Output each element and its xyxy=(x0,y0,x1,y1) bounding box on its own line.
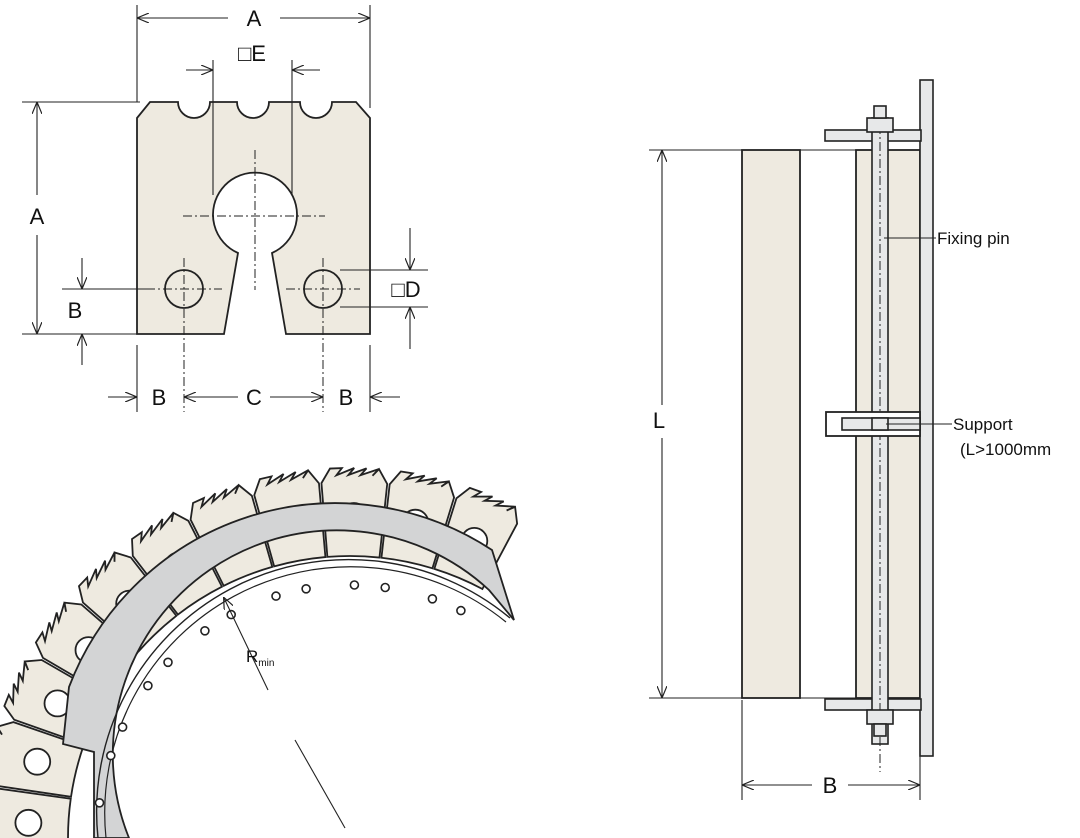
label-b-bottom-right: B xyxy=(339,385,354,410)
curved-assembly-view: Rmin xyxy=(0,467,519,838)
band-hole xyxy=(271,591,281,601)
band-hole xyxy=(301,583,311,594)
side-block-front xyxy=(741,149,801,699)
curved-block-hole xyxy=(23,747,52,776)
block-body xyxy=(136,101,371,335)
label-c: C xyxy=(246,385,262,410)
block-side-view: Fixing pin Support (L>1000mm L B xyxy=(649,79,1051,800)
band-hole xyxy=(427,593,438,604)
band-hole xyxy=(200,625,210,636)
band-hole xyxy=(349,580,360,590)
block-front-view: A □E A B □D B C B xyxy=(22,5,428,412)
bottom-bolt-head xyxy=(873,723,887,737)
label-b-side: B xyxy=(823,773,838,798)
mounting-plate xyxy=(919,79,934,757)
label-b-bottom-left: B xyxy=(152,385,167,410)
top-nut xyxy=(866,117,894,133)
inner-edge xyxy=(95,558,511,838)
curved-block-hole xyxy=(14,808,43,837)
band-hole xyxy=(163,657,173,668)
label-support-note: (L>1000mm xyxy=(960,440,1051,459)
band-hole xyxy=(143,680,153,691)
band-hole xyxy=(456,605,466,616)
label-d: □D xyxy=(391,277,420,302)
label-support: Support xyxy=(953,415,1013,434)
bottom-nut xyxy=(866,709,894,725)
label-fixing-pin: Fixing pin xyxy=(937,229,1010,248)
label-b-left: B xyxy=(68,298,83,323)
label-a-top: A xyxy=(247,6,262,31)
radius-leader xyxy=(294,739,346,829)
label-e: □E xyxy=(238,41,266,66)
band-hole xyxy=(106,750,116,761)
steel-band xyxy=(62,502,515,838)
label-r-min: Rmin xyxy=(246,647,274,669)
top-bolt-head xyxy=(873,105,887,119)
label-a-side: A xyxy=(30,204,45,229)
band-hole xyxy=(94,797,105,808)
band-hole xyxy=(117,722,128,732)
inner-edge-2 xyxy=(104,566,507,838)
label-l: L xyxy=(653,408,665,433)
band-hole xyxy=(380,582,391,593)
